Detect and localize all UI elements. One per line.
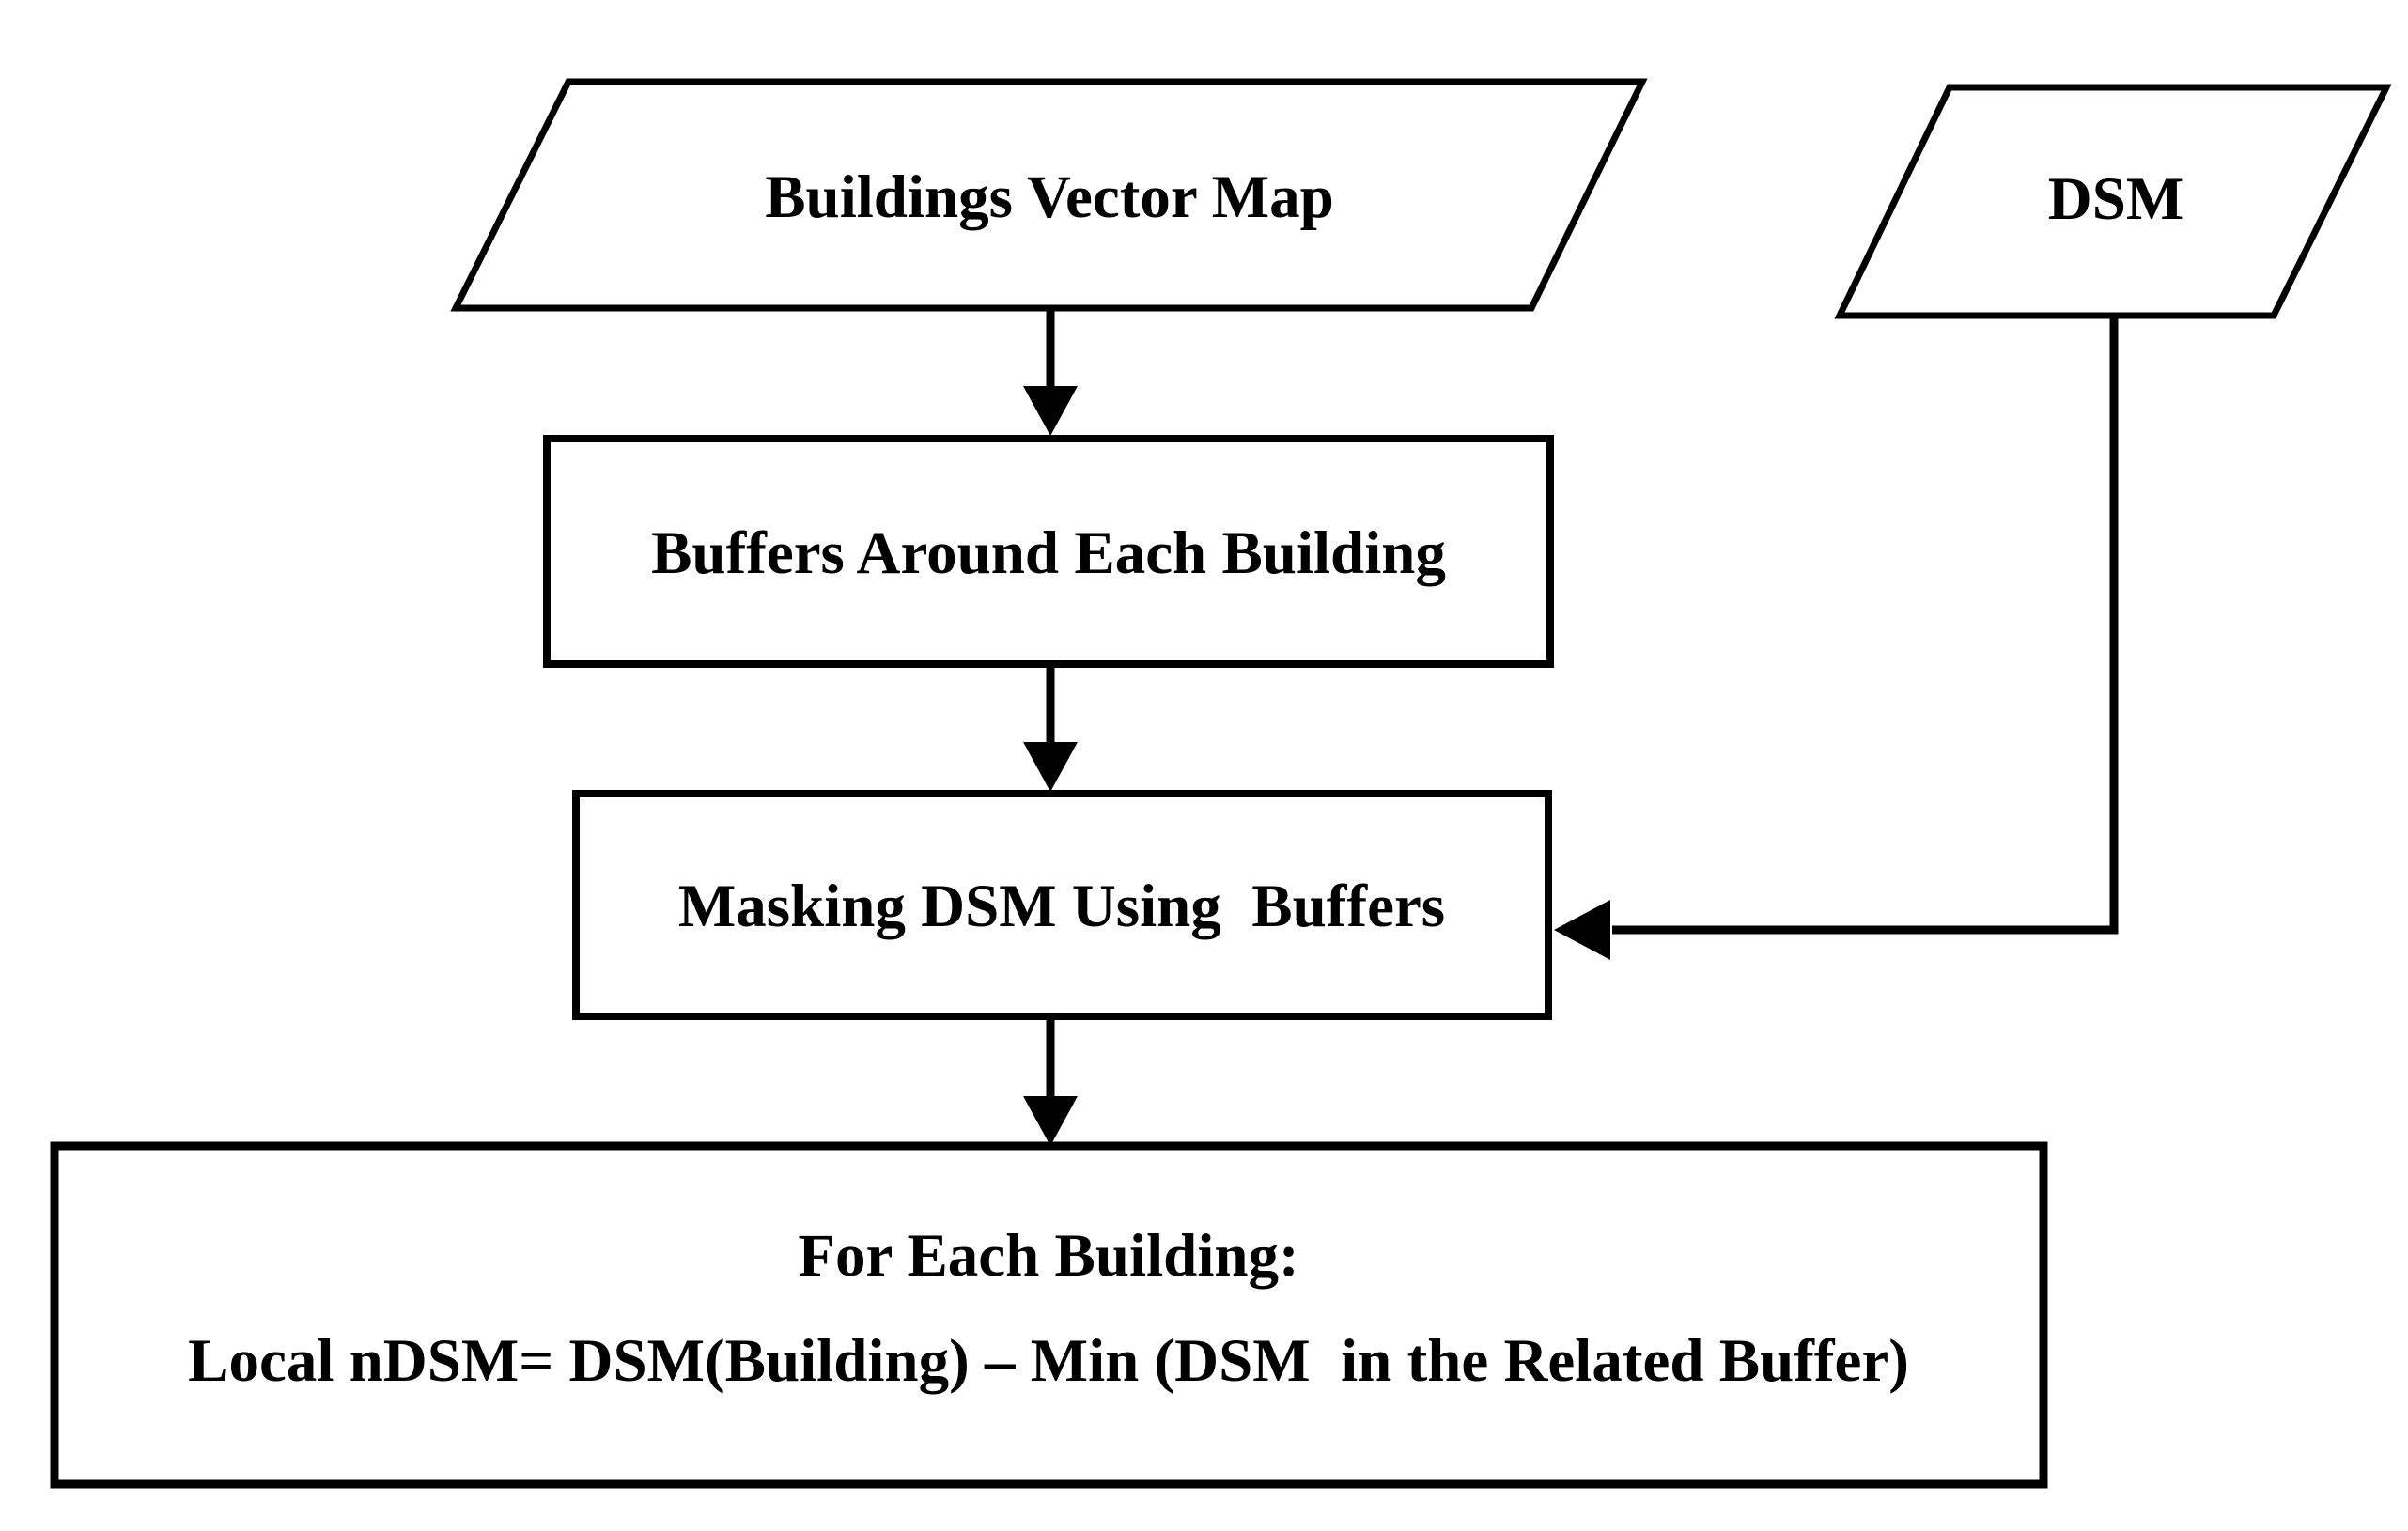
masking-label: Masking DSM Using Buffers bbox=[678, 873, 1445, 940]
arrow-buildings-to-buffers-head bbox=[1023, 386, 1078, 436]
dsm-label: DSM bbox=[2048, 165, 2183, 233]
dsm-node bbox=[1834, 84, 2392, 319]
buildings-vector-map-node bbox=[450, 78, 1648, 312]
arrow-buffers-to-masking-head bbox=[1023, 742, 1078, 792]
arrow-masking-to-foreach-head bbox=[1023, 1096, 1078, 1146]
for-each-building-line2: Local nDSM= DSM(Building) – Min (DSM in … bbox=[188, 1327, 1909, 1395]
buffers-label: Buffers Around Each Building bbox=[651, 519, 1446, 587]
masking-node bbox=[572, 790, 1552, 1020]
arrow-dsm-to-masking-head bbox=[1554, 900, 1610, 960]
for-each-building-line1: For Each Building: bbox=[798, 1222, 1298, 1290]
buildings-vector-map-label: Buildings Vector Map bbox=[765, 163, 1334, 231]
buffers-node bbox=[543, 435, 1554, 668]
for-each-building-node bbox=[50, 1141, 2048, 1489]
arrow-dsm-to-masking-stem bbox=[1612, 317, 2119, 935]
